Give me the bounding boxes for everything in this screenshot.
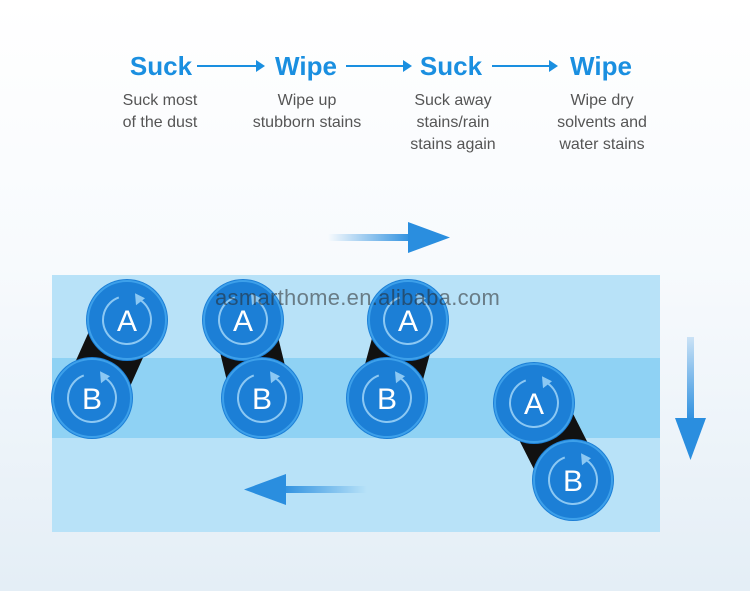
wheel-b-icon-label: B (563, 465, 583, 498)
wheel-pair-2: AB (202, 279, 303, 439)
wheel-a-icon-label: A (398, 305, 418, 338)
step-1-title: Suck (129, 51, 193, 81)
wheel-a-icon: A (202, 279, 284, 361)
wheel-pair-4: AB (493, 362, 614, 521)
watermark: asmarthome.en.alibaba.com (215, 285, 501, 310)
down-direction-arrow-icon (675, 337, 706, 460)
left-direction-arrow-icon (244, 474, 367, 505)
wheel-a-icon: A (493, 362, 575, 444)
wheel-b-icon-label: B (252, 383, 272, 416)
wheel-a-icon-label: A (524, 388, 544, 421)
step-4-title: Wipe (570, 51, 632, 81)
wheel-pair-1: AB (51, 279, 168, 439)
wheel-b-icon: B (51, 357, 133, 439)
step-4-description: Wipe dry solvents and water stains (557, 92, 647, 153)
right-direction-arrow-icon (328, 222, 450, 253)
step-3-description: Suck away stains/rain stains again (410, 92, 496, 153)
wheel-pair-3: AB (346, 279, 449, 439)
flow-arrow-icon (492, 60, 558, 72)
step-1-description: Suck most of the dust (122, 92, 198, 131)
wheel-b-icon: B (532, 439, 614, 521)
wheel-b-icon-label: B (377, 383, 397, 416)
wheel-a-icon: A (367, 279, 449, 361)
wheel-b-icon: B (346, 357, 428, 439)
wheel-a-icon-label: A (117, 305, 137, 338)
flow-arrow-icon (346, 60, 412, 72)
step-3-title: Suck (419, 51, 483, 81)
wheel-a-icon: A (86, 279, 168, 361)
wheel-b-icon: B (221, 357, 303, 439)
wheel-a-icon-label: A (233, 305, 253, 338)
flow-arrow-icon (197, 60, 265, 72)
wheel-b-icon-label: B (82, 383, 102, 416)
step-2-description: Wipe up stubborn stains (252, 92, 362, 131)
step-2-title: Wipe (275, 51, 337, 81)
